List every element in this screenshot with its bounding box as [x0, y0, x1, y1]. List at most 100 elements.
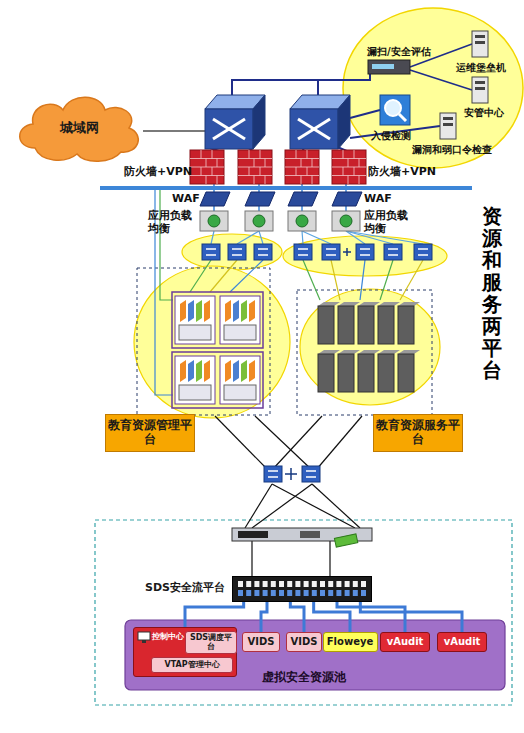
brick-line [354, 150, 355, 159]
drive-bay [475, 41, 485, 44]
brick-line [265, 159, 266, 168]
device-label: 漏洞和弱口令检查 [412, 143, 492, 157]
brick-line [307, 167, 308, 176]
load-balancer [200, 211, 228, 231]
core-switch [205, 95, 265, 149]
rack-top [338, 302, 360, 306]
wire [252, 484, 312, 528]
connector [290, 602, 304, 632]
brick-line [332, 175, 366, 176]
node-text: SDS调度平台 [186, 633, 236, 651]
brick-line [296, 150, 297, 159]
drive-bay [475, 81, 485, 84]
brick-line [212, 150, 213, 159]
lb-indicator [208, 215, 220, 227]
wire [400, 260, 423, 300]
brick-line [201, 150, 202, 159]
brick-line [307, 150, 308, 159]
rack-server [398, 306, 414, 344]
node-text: VTAP管理中心 [164, 660, 219, 669]
drive-bay [475, 35, 485, 38]
port [263, 590, 268, 596]
wire [380, 260, 393, 300]
blade-server [175, 356, 215, 404]
backbone-line [100, 186, 472, 190]
rack-server [358, 354, 374, 392]
blade [233, 300, 239, 322]
brick-line [332, 167, 366, 168]
resource-pool: 虚拟安全资源池控制中心SDS调度平台VTAP管理中心VIDSVIDSFlowey… [125, 620, 505, 690]
wire [190, 260, 211, 292]
switch-front [205, 109, 253, 149]
port [361, 590, 366, 596]
brick-line [301, 176, 302, 185]
device-label: WAF [364, 192, 392, 205]
brick-line [285, 158, 319, 159]
access-switch [356, 244, 374, 260]
access-switch [322, 244, 340, 260]
device-label: 应用负载均衡 [364, 210, 412, 235]
core-switch [290, 95, 350, 149]
port [353, 590, 358, 596]
switch-arrow [418, 249, 428, 255]
switch-arrow [232, 249, 242, 255]
drive-bay [475, 87, 485, 90]
port [254, 581, 259, 587]
port [353, 581, 358, 587]
server-group [172, 352, 263, 408]
access-switch [202, 244, 220, 260]
port [254, 590, 259, 596]
brick-line [359, 176, 360, 185]
brick-line [190, 175, 224, 176]
device-label: 入侵检测 [371, 129, 411, 143]
security-box: vAudit [380, 632, 430, 652]
connector [185, 602, 244, 627]
dashed-zone [297, 290, 432, 415]
brick-line [212, 167, 213, 176]
brick-line [332, 158, 366, 159]
wire [272, 416, 322, 470]
access-switch [264, 466, 282, 482]
wire [331, 260, 340, 300]
node-text: SDS安全流平台 [145, 582, 225, 595]
brick-line [301, 159, 302, 168]
port [279, 590, 284, 596]
blade [196, 360, 202, 382]
node-text: 城域网 [60, 121, 99, 136]
blade [241, 300, 247, 322]
sds-panel: SDS安全流平台 [232, 576, 372, 602]
chassis [224, 325, 256, 340]
rack-top [318, 350, 340, 354]
magnifier-handle [399, 114, 406, 121]
yellow-zone [182, 234, 282, 270]
switch-front [290, 109, 338, 149]
node-text: 教育资源管理平台 [106, 419, 194, 447]
firewall [285, 150, 319, 184]
brick-line [260, 150, 261, 159]
appliance-module [334, 534, 357, 547]
port [271, 581, 276, 587]
ids-icon [380, 95, 410, 125]
server-tower [472, 31, 488, 57]
port [295, 590, 300, 596]
port [328, 581, 333, 587]
blade-server [175, 296, 215, 344]
switch-arrow [388, 249, 398, 255]
monitor-stand [142, 640, 146, 643]
access-switch [294, 244, 312, 260]
magnifier [385, 100, 401, 116]
brick-line [217, 159, 218, 168]
platform-label: 教育资源服务平台 [373, 414, 463, 452]
wire [312, 484, 360, 528]
monitor-screen [138, 632, 150, 640]
blade [188, 300, 194, 322]
waf-device [288, 192, 318, 206]
switch-arrow [213, 119, 245, 139]
brick-line [296, 167, 297, 176]
access-switch [302, 466, 320, 482]
brick-line [206, 176, 207, 185]
blade [225, 300, 231, 322]
port [328, 590, 333, 596]
node-text: VIDS [291, 636, 318, 648]
brick-line [201, 167, 202, 176]
